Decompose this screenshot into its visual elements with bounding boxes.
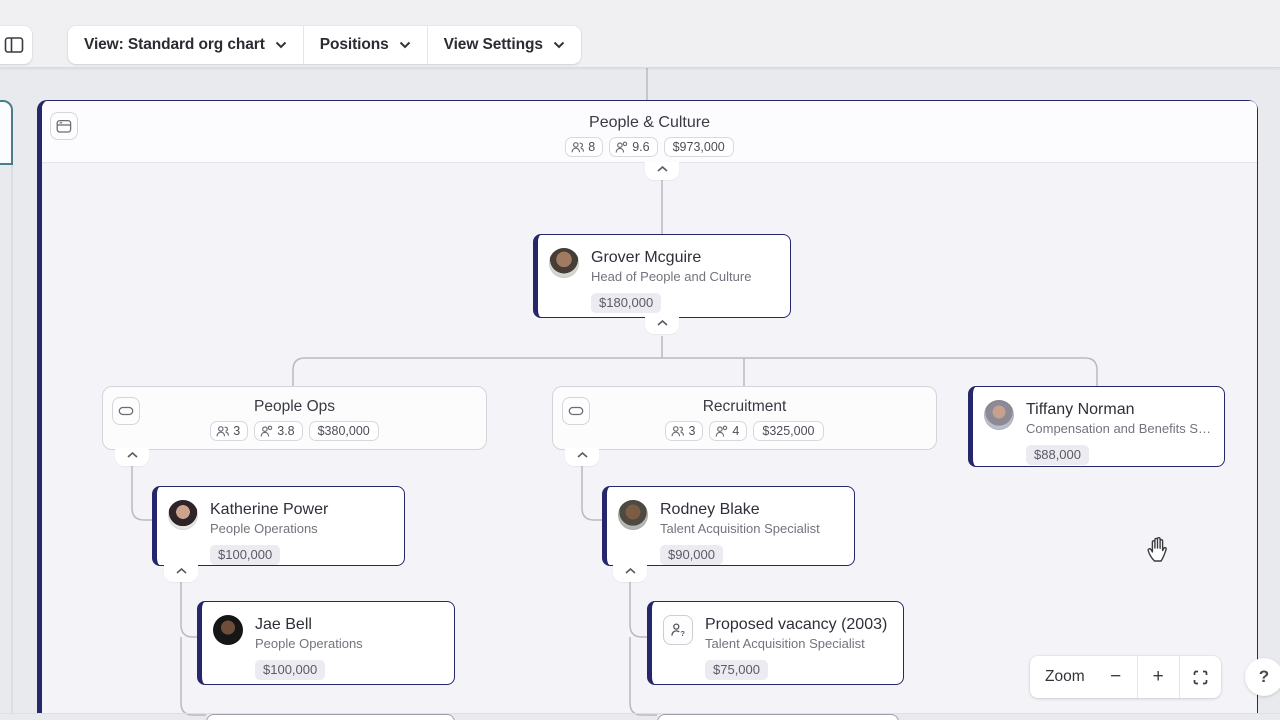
- svg-text:?: ?: [680, 629, 685, 638]
- person-title: Head of People and Culture: [591, 269, 752, 284]
- person-gear-icon: [260, 425, 273, 437]
- org-node-jae-bell[interactable]: Jae Bell People Operations $100,000: [197, 601, 455, 685]
- people-icon: [571, 141, 585, 152]
- org-node-grover-mcguire[interactable]: Grover Mcguire Head of People and Cultur…: [533, 234, 791, 318]
- salary-badge: $75,000: [705, 660, 768, 680]
- avg-tenure-badge: 4: [709, 421, 748, 441]
- org-node-tiffany-norman[interactable]: Tiffany Norman Compensation and Benefits…: [968, 386, 1225, 467]
- org-node-katherine-power[interactable]: Katherine Power People Operations $100,0…: [152, 486, 405, 566]
- person-title: Talent Acquisition Specialist: [705, 636, 865, 651]
- person-title: People Operations: [210, 521, 318, 536]
- zoom-in-button[interactable]: +: [1152, 666, 1164, 687]
- avatar: [618, 500, 648, 530]
- headcount-badge: 3: [210, 421, 249, 441]
- neighbor-department-edge: [11, 165, 13, 713]
- chevron-up-icon: [656, 320, 668, 326]
- collapse-tab-katherine[interactable]: [164, 564, 198, 582]
- people-icon: [671, 425, 685, 436]
- people-icon: [216, 425, 230, 436]
- org-group-recruitment[interactable]: Recruitment 3 4 $325,000: [552, 386, 937, 450]
- positions-dropdown-label: Positions: [319, 36, 389, 53]
- salary-badge: $88,000: [1026, 445, 1089, 465]
- chevron-up-icon: [624, 568, 636, 574]
- org-node-partial-left[interactable]: [206, 714, 455, 720]
- help-label: ?: [1258, 667, 1270, 686]
- avatar: [168, 500, 198, 530]
- person-title: Compensation and Benefits S…: [1026, 421, 1211, 436]
- department-title: People & Culture: [589, 114, 710, 131]
- view-dropdown[interactable]: View: Standard org chart: [68, 26, 303, 64]
- person-name: Rodney Blake: [660, 501, 760, 518]
- sidebar-toggle-button[interactable]: [0, 26, 32, 64]
- person-name: Grover Mcguire: [591, 249, 702, 266]
- avatar: [549, 248, 579, 278]
- avatar: [213, 615, 243, 645]
- salary-badge: $100,000: [255, 660, 326, 680]
- org-node-proposed-vacancy[interactable]: ? Proposed vacancy (2003) Talent Acquisi…: [647, 601, 904, 685]
- org-node-rodney-blake[interactable]: Rodney Blake Talent Acquisition Speciali…: [602, 486, 855, 566]
- collapse-group-button[interactable]: [562, 397, 590, 425]
- cost-badge: $325,000: [753, 421, 824, 441]
- salary-badge: $100,000: [210, 545, 281, 565]
- fullscreen-button[interactable]: [1180, 670, 1221, 685]
- neighbor-department-partial: [0, 100, 13, 165]
- person-name: Tiffany Norman: [1026, 401, 1135, 418]
- chevron-down-icon: [399, 41, 410, 49]
- collapse-group-button[interactable]: [112, 397, 140, 425]
- group-title: People Ops: [254, 398, 335, 415]
- avg-tenure-badge: 3.8: [254, 421, 303, 441]
- view-controls-group: View: Standard org chart Positions View …: [68, 26, 581, 64]
- chevron-up-icon: [576, 452, 588, 458]
- collapse-department-button[interactable]: [50, 112, 78, 140]
- avg-tenure-badge: 9.6: [609, 137, 658, 157]
- person-gear-icon: [716, 425, 728, 437]
- person-name: Proposed vacancy (2003): [705, 616, 888, 633]
- zoom-control: Zoom − +: [1030, 656, 1221, 698]
- sidebar-icon: [4, 37, 24, 53]
- person-title: Talent Acquisition Specialist: [660, 521, 820, 536]
- zoom-out-button[interactable]: −: [1110, 666, 1122, 687]
- collapse-tab-department[interactable]: [645, 162, 679, 180]
- panel-collapse-icon: [56, 119, 72, 133]
- chevron-up-icon: [656, 166, 668, 172]
- cost-badge: $973,000: [663, 137, 734, 157]
- org-group-people-ops[interactable]: People Ops 3 3.8 $380,000: [102, 386, 487, 450]
- collapsed-bar-icon: [568, 406, 584, 416]
- fullscreen-icon: [1193, 670, 1207, 684]
- vacancy-person-icon: ?: [663, 615, 693, 645]
- avatar: [984, 400, 1014, 430]
- collapse-tab-grover[interactable]: [645, 316, 679, 334]
- chevron-up-icon: [175, 568, 187, 574]
- collapse-tab-rodney[interactable]: [613, 564, 647, 582]
- chevron-up-icon: [126, 452, 138, 458]
- chevron-down-icon: [275, 41, 286, 49]
- salary-badge: $180,000: [591, 293, 662, 313]
- chevron-down-icon: [553, 41, 565, 49]
- help-button[interactable]: ?: [1245, 658, 1280, 696]
- person-title: People Operations: [255, 636, 363, 651]
- positions-dropdown[interactable]: Positions: [302, 26, 427, 64]
- view-dropdown-label: View: Standard org chart: [84, 36, 265, 53]
- view-settings-dropdown[interactable]: View Settings: [426, 26, 581, 64]
- person-name: Jae Bell: [255, 616, 312, 633]
- group-title: Recruitment: [702, 398, 787, 415]
- zoom-label: Zoom: [1045, 668, 1085, 685]
- salary-badge: $90,000: [660, 545, 723, 565]
- collapse-tab-people-ops[interactable]: [115, 448, 149, 466]
- org-node-partial-right[interactable]: [657, 714, 899, 720]
- person-gear-icon: [615, 141, 628, 153]
- viewport-bottom-line: [0, 713, 1280, 714]
- cost-badge: $380,000: [308, 421, 379, 441]
- headcount-badge: 8: [565, 137, 604, 157]
- person-name: Katherine Power: [210, 501, 329, 518]
- collapsed-bar-icon: [118, 406, 134, 416]
- view-settings-dropdown-label: View Settings: [443, 36, 543, 53]
- collapse-tab-recruitment[interactable]: [565, 448, 599, 466]
- headcount-badge: 3: [665, 421, 704, 441]
